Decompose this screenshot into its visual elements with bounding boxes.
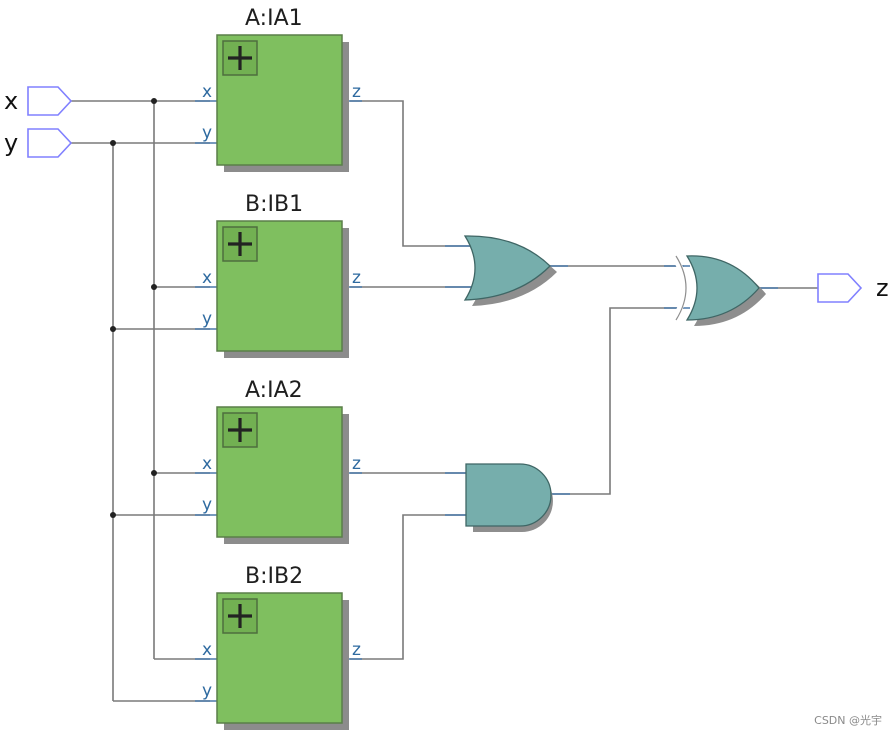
pin-label-out: z: [352, 268, 361, 288]
and-gate-body: [465, 463, 552, 527]
pin-label-in1: x: [202, 268, 212, 288]
junction-dot: [110, 512, 116, 518]
junctions: [110, 98, 157, 518]
junction-dot: [110, 140, 116, 146]
plus-icon[interactable]: [222, 226, 258, 262]
input-port-x[interactable]: x: [4, 86, 73, 116]
pin-label-in1: x: [202, 640, 212, 660]
output-port-icon: [817, 273, 863, 303]
input-port-icon: [27, 128, 73, 158]
pin-stub: [195, 100, 236, 702]
watermark: CSDN @光宇: [814, 714, 882, 727]
junction-dot: [110, 326, 116, 332]
junction-dot: [151, 98, 157, 104]
junction-dot: [151, 284, 157, 290]
or-gate-body: [463, 235, 551, 301]
and-gate[interactable]: [465, 463, 553, 532]
block-ia1[interactable]: A:IA1 x y z: [202, 6, 361, 172]
pin-label-in2: y: [202, 681, 212, 701]
xor-input-arc: [675, 255, 687, 321]
port-label-x: x: [4, 87, 18, 115]
output-port-z[interactable]: z: [817, 273, 889, 303]
wire-and-to-xor[interactable]: [552, 307, 684, 495]
pin-label-out: z: [352, 640, 361, 660]
pin-label-in2: y: [202, 123, 212, 143]
block-ia2[interactable]: A:IA2 x y z: [202, 378, 361, 544]
pin-label-in2: y: [202, 309, 212, 329]
input-port-icon: [27, 86, 73, 116]
wire-ia1-z-to-or[interactable]: [350, 100, 470, 247]
pin-stub: [320, 100, 362, 660]
junction-dot: [151, 470, 157, 476]
pin-label-in2: y: [202, 495, 212, 515]
pin-label-in1: x: [202, 82, 212, 102]
wires: [70, 100, 818, 702]
pin-label-in1: x: [202, 454, 212, 474]
plus-icon[interactable]: [222, 412, 258, 448]
xor-gate[interactable]: [671, 254, 766, 326]
pin-label-out: z: [352, 454, 361, 474]
plus-glyph: [228, 604, 252, 628]
plus-glyph: [228, 418, 252, 442]
block-label: A:IA2: [245, 378, 303, 403]
block-label: B:IB2: [245, 564, 303, 589]
port-label-y: y: [4, 129, 18, 157]
plus-icon[interactable]: [222, 40, 258, 76]
port-label-z: z: [876, 274, 889, 302]
xor-gate-body: [685, 255, 760, 321]
block-ib2[interactable]: B:IB2 x y z: [202, 564, 361, 730]
input-port-y[interactable]: y: [4, 128, 73, 158]
block-label: B:IB1: [245, 192, 303, 217]
plus-glyph: [228, 232, 252, 256]
plus-icon[interactable]: [222, 598, 258, 634]
block-label: A:IA1: [245, 6, 303, 31]
or-gate[interactable]: [463, 235, 557, 306]
block-ib1[interactable]: B:IB1 x y z: [202, 192, 361, 358]
xor-input-arc: [671, 254, 687, 322]
pin-label-out: z: [352, 82, 361, 102]
wire-ib2-z-to-and[interactable]: [350, 514, 466, 660]
plus-glyph: [228, 46, 252, 70]
